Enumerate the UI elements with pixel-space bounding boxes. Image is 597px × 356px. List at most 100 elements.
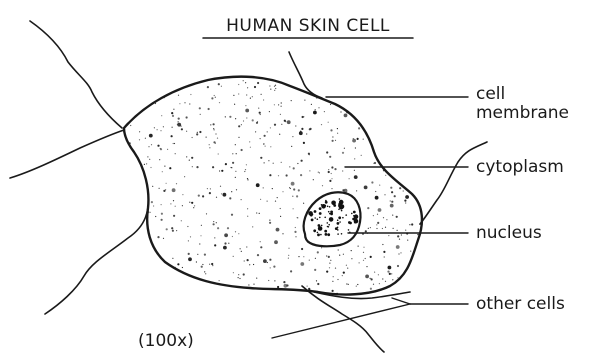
label-cell-membrane-line2: membrane <box>476 103 569 123</box>
cytoplasm-speckle <box>274 86 275 87</box>
cytoplasm-speckle <box>410 251 411 252</box>
cytoplasm-speckle <box>235 118 236 119</box>
cytoplasm-speckle <box>383 251 385 253</box>
chromatin-granule <box>314 217 316 219</box>
cytoplasm-speckle <box>292 136 293 137</box>
cytoplasm-speckle <box>170 203 171 204</box>
cytoplasm-speckle <box>365 230 367 232</box>
cytoplasm-speckle <box>299 131 303 135</box>
cytoplasm-speckle <box>200 235 201 236</box>
cytoplasm-speckle <box>399 187 401 189</box>
cytoplasm-speckle <box>280 114 281 115</box>
cytoplasm-speckle <box>225 163 227 165</box>
chromatin-granule <box>348 229 350 231</box>
cytoplasm-speckle <box>331 166 333 168</box>
cytoplasm-speckle <box>388 235 389 236</box>
cytoplasm-speckle <box>178 95 179 96</box>
chromatin-granule <box>310 214 313 217</box>
cytoplasm-speckle <box>258 108 259 109</box>
cytoplasm-speckle <box>383 217 384 218</box>
cytoplasm-speckle <box>247 87 248 88</box>
cytoplasm-speckle <box>331 173 332 174</box>
cytoplasm-speckle <box>290 270 292 272</box>
cytoplasm-speckle <box>245 109 249 113</box>
cytoplasm-speckle <box>241 199 242 200</box>
cytoplasm-speckle <box>375 196 379 200</box>
cytoplasm-speckle <box>324 111 325 112</box>
cytoplasm-speckle <box>407 240 408 241</box>
cytoplasm-speckle <box>273 163 274 164</box>
cytoplasm-speckle <box>309 170 310 171</box>
cytoplasm-speckle <box>376 228 377 229</box>
cytoplasm-speckle <box>248 284 249 285</box>
cytoplasm-speckle <box>316 280 317 281</box>
cytoplasm-speckle <box>364 186 368 190</box>
cytoplasm-speckle <box>201 225 202 226</box>
cytoplasm-speckle <box>337 128 338 129</box>
cytoplasm-speckle <box>291 146 292 147</box>
cytoplasm-speckle <box>268 160 269 161</box>
cytoplasm-speckle <box>187 226 188 227</box>
cytoplasm-speckle <box>177 263 179 265</box>
cytoplasm-speckle <box>385 227 386 228</box>
chromatin-granule <box>317 232 319 234</box>
cytoplasm-speckle <box>338 249 339 250</box>
cytoplasm-speckle <box>278 175 279 176</box>
cytoplasm-speckle <box>246 117 247 118</box>
cytoplasm-speckle <box>313 111 317 115</box>
leader-line-other-cells-upper <box>392 298 410 304</box>
nucleus <box>304 192 361 246</box>
cytoplasm-speckle <box>172 188 176 192</box>
cytoplasm-speckle <box>282 191 283 192</box>
cytoplasm-speckle <box>212 265 213 266</box>
cytoplasm-speckle <box>238 137 239 138</box>
cytoplasm-speckle <box>238 125 240 127</box>
cytoplasm-speckle <box>154 127 155 128</box>
cytoplasm-speckle <box>326 255 327 256</box>
cytoplasm-speckle <box>346 283 347 284</box>
cytoplasm-speckle <box>269 259 271 261</box>
cytoplasm-speckle <box>188 240 189 241</box>
chromatin-granule <box>348 221 351 224</box>
cytoplasm-speckle <box>151 201 153 203</box>
cytoplasm-speckle <box>276 228 280 232</box>
cytoplasm-speckle <box>175 267 176 268</box>
cytoplasm-speckle <box>377 222 379 224</box>
cytoplasm-speckle <box>355 147 356 148</box>
chromatin-granule <box>332 202 334 204</box>
chromatin-granule <box>328 211 330 213</box>
cytoplasm-speckle <box>184 102 185 103</box>
cytoplasm-speckle <box>300 262 304 266</box>
cytoplasm-speckle <box>221 193 222 194</box>
cytoplasm-speckle <box>186 116 188 118</box>
cytoplasm-speckle <box>363 139 364 140</box>
cytoplasm-speckle <box>295 125 296 126</box>
cytoplasm-speckle <box>378 208 382 212</box>
cytoplasm-speckle <box>199 243 200 244</box>
cytoplasm-speckle <box>236 153 237 154</box>
cytoplasm-speckle <box>176 183 177 184</box>
cytoplasm-speckle <box>313 179 314 180</box>
cytoplasm-speckle <box>238 277 239 278</box>
cytoplasm-speckle <box>246 94 247 95</box>
cytoplasm-speckle <box>371 181 373 183</box>
cytoplasm-speckle <box>182 205 183 206</box>
cytoplasm-speckle <box>297 217 298 218</box>
cytoplasm-speckle <box>357 284 358 285</box>
cytoplasm-speckle <box>197 254 198 255</box>
cytoplasm-speckle <box>411 223 413 225</box>
cytoplasm-speckle <box>322 185 323 186</box>
cytoplasm-speckle <box>303 256 304 257</box>
cytoplasm-speckle <box>267 131 268 132</box>
cytoplasm-speckle <box>190 236 191 237</box>
cytoplasm-speckle <box>419 224 420 225</box>
cytoplasm-speckle <box>283 281 285 283</box>
cytoplasm-speckle <box>386 219 387 220</box>
cytoplasm-speckle <box>281 106 282 107</box>
chromatin-granule <box>324 230 327 233</box>
chromatin-granule <box>353 211 356 214</box>
cytoplasm-speckle <box>303 203 304 204</box>
cytoplasm-speckle <box>384 256 385 257</box>
cytoplasm-speckle <box>289 166 290 167</box>
cytoplasm-speckle <box>399 239 400 240</box>
